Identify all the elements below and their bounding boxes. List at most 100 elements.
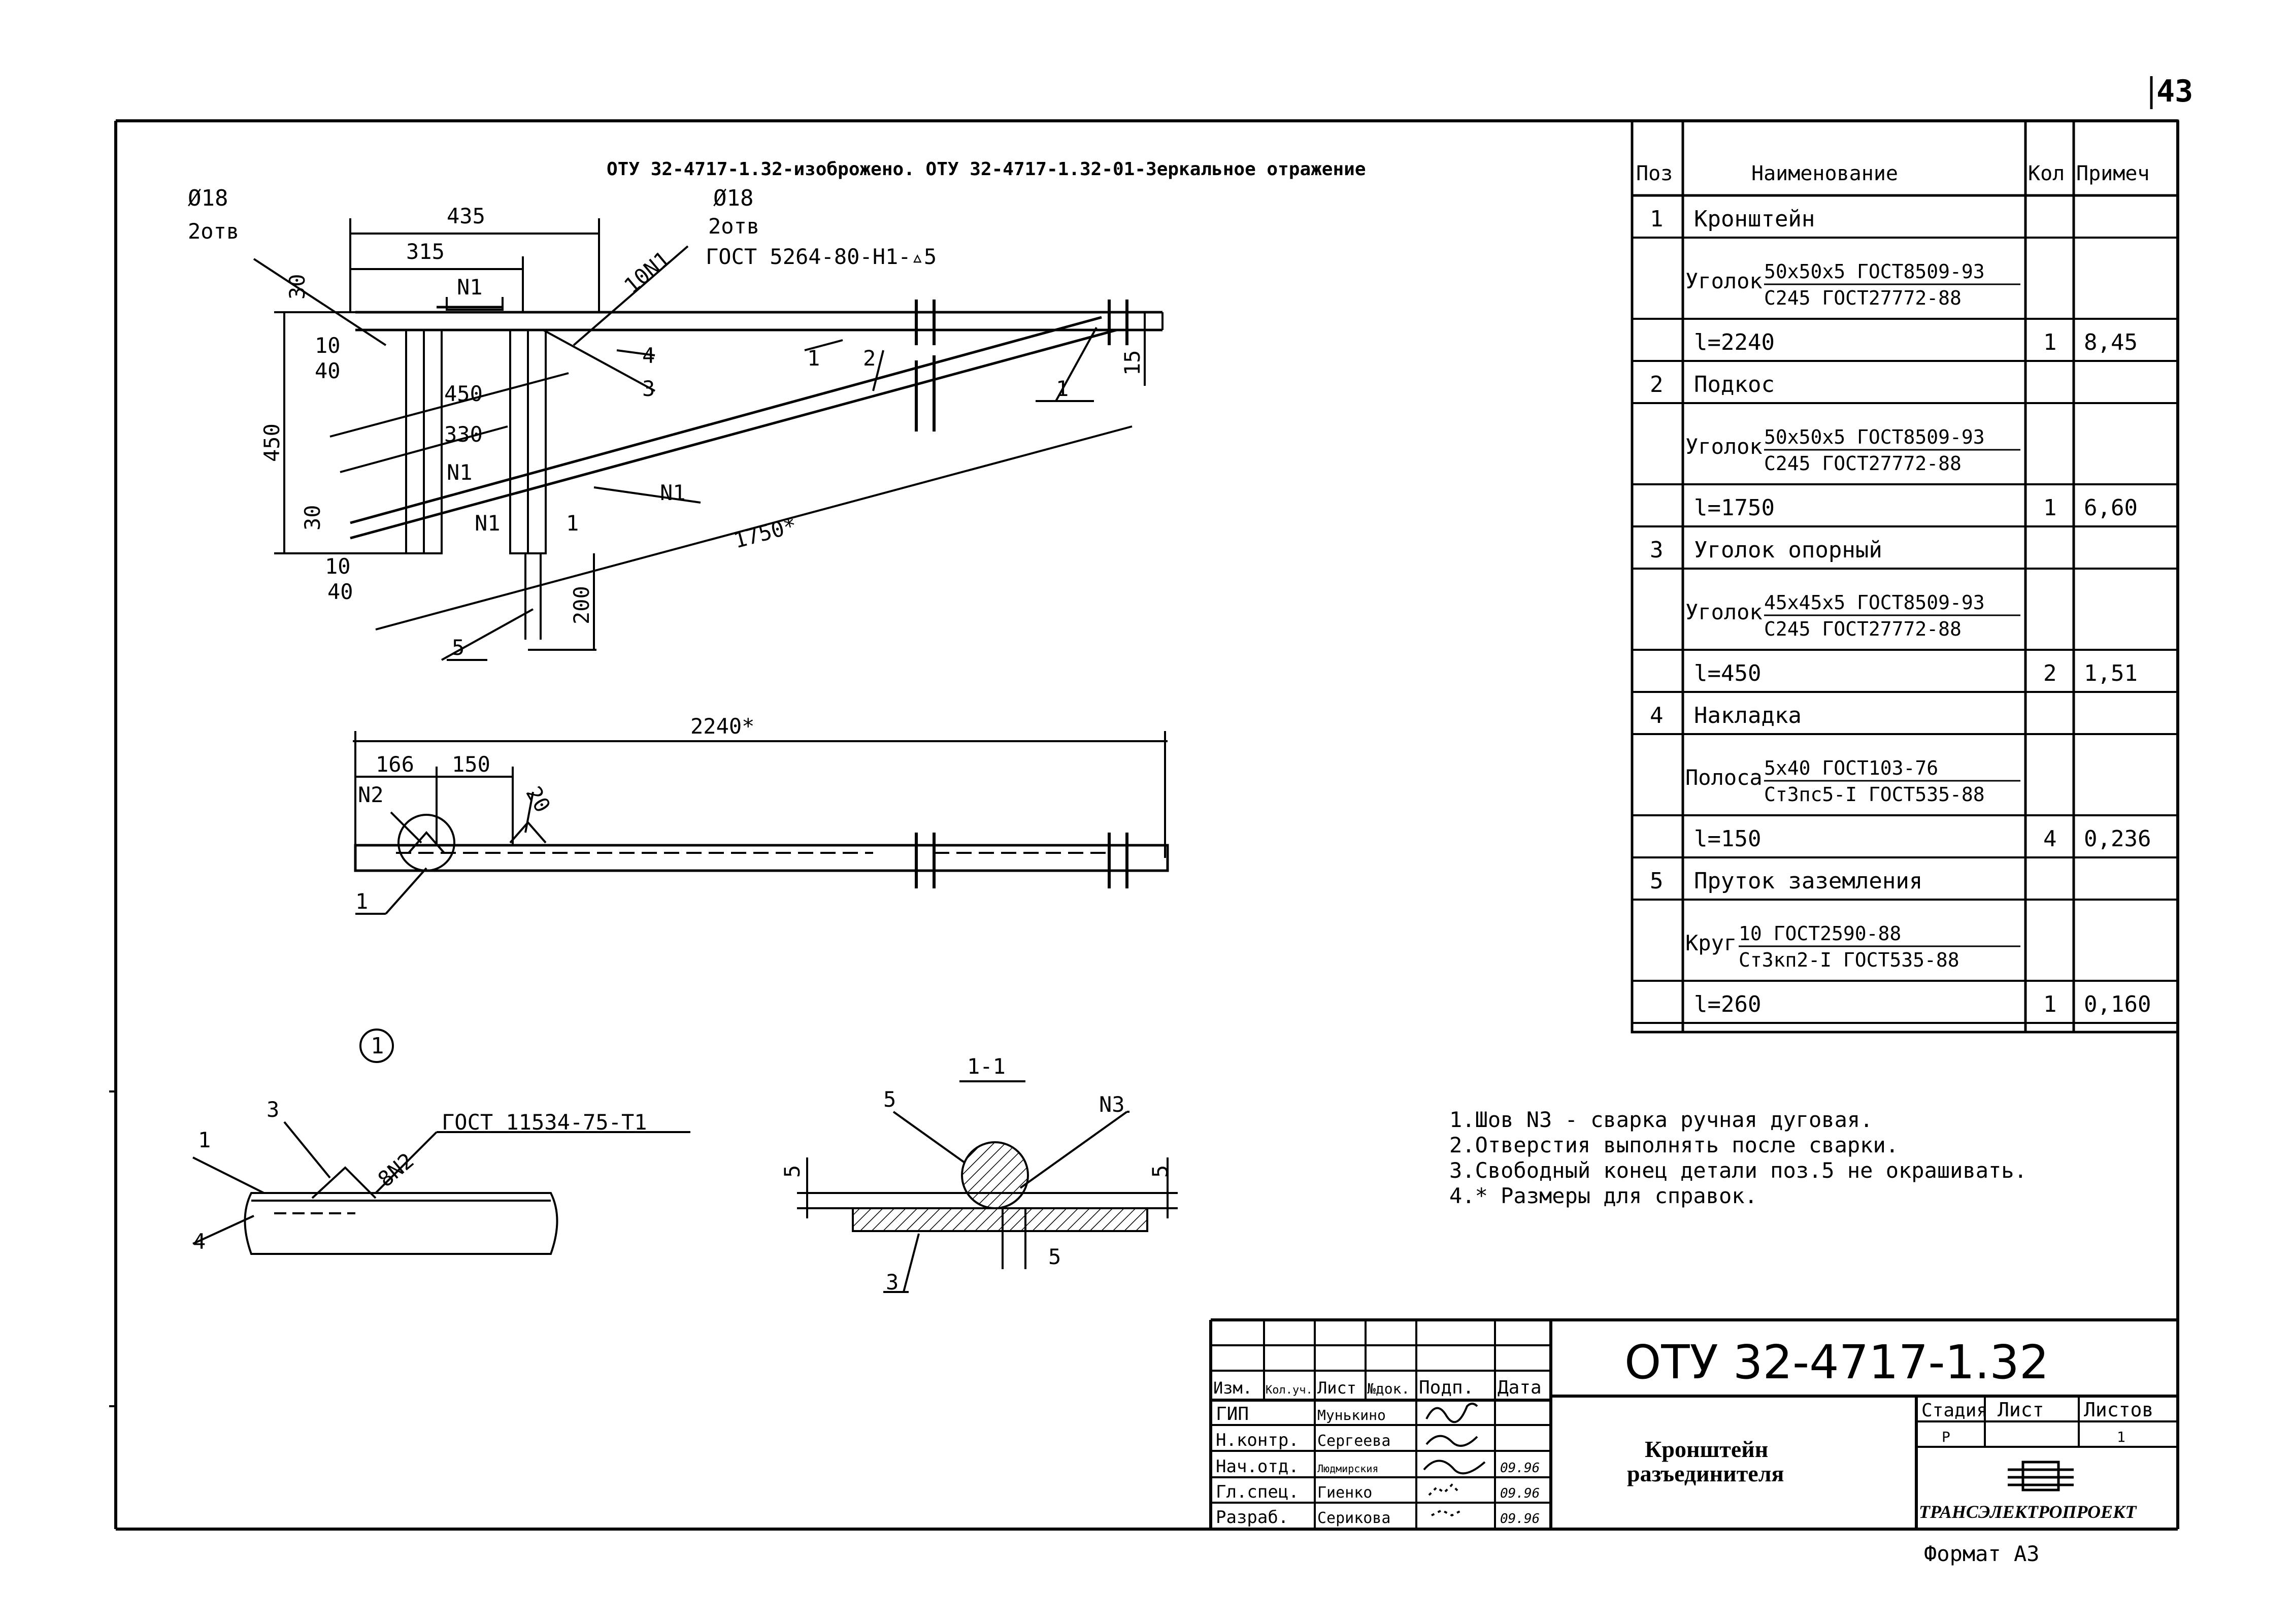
weld-gost-5264: ГОСТ 5264-80-Н1-▵5 bbox=[706, 244, 937, 269]
dim-40-bot: 40 bbox=[327, 579, 353, 604]
role-2: Нач.отд. bbox=[1216, 1456, 1299, 1477]
table-cell-qty: 1 bbox=[2043, 495, 2057, 521]
col-data: Дата bbox=[1498, 1377, 1542, 1398]
table-cell-pos: 4 bbox=[1650, 703, 1664, 728]
dim-435: 435 bbox=[447, 204, 485, 228]
dim-2240: 2240* bbox=[690, 714, 754, 739]
doc-code: ОТУ 32-4717-1.32 bbox=[1624, 1335, 2049, 1389]
weld-n1-right: 1 bbox=[1056, 376, 1069, 401]
sheet-header: Лист bbox=[1998, 1399, 2044, 1421]
table-cell-qty: 1 bbox=[2043, 991, 2057, 1017]
sheet-value: 1 bbox=[2117, 1429, 2125, 1445]
col-kol-uch: Кол.уч. bbox=[1266, 1384, 1313, 1397]
note-2: 2.Отверстия выполнять после сварки. bbox=[1449, 1133, 1899, 1157]
table-cell-profile-steel: С245 ГОСТ27772-88 bbox=[1764, 287, 1962, 309]
table-cell-pos: 3 bbox=[1650, 537, 1664, 563]
dim-10-bot: 10 bbox=[325, 554, 351, 579]
dim-30-top: 30 bbox=[285, 274, 310, 300]
table-cell-profile-size: 10 ГОСТ2590-88 bbox=[1739, 922, 1901, 945]
table-cell-profile-type: Круг bbox=[1685, 931, 1737, 955]
detail-weld-8n2: 8N2 bbox=[373, 1148, 419, 1191]
table-cell-qty: 4 bbox=[2043, 826, 2057, 852]
table-cell-profile-size: 45х45х5 ГОСТ8509-93 bbox=[1764, 591, 1985, 614]
dim-1750: 1750* bbox=[731, 513, 800, 553]
date-2: 09.96 bbox=[1500, 1461, 1540, 1476]
table-cell-pos: 2 bbox=[1650, 372, 1664, 397]
detail-weld-gost: ГОСТ 11534-75-Т1 bbox=[442, 1110, 647, 1135]
dim-150-plan: 150 bbox=[452, 752, 490, 777]
table-cell-name: Накладка bbox=[1694, 703, 1802, 728]
title-block-logo bbox=[2008, 1461, 2074, 1492]
col-list: Лист bbox=[1317, 1378, 1356, 1398]
section-dim-5-bottom: 5 bbox=[1048, 1244, 1061, 1269]
detail-marker: 1 bbox=[371, 1033, 384, 1059]
table-cell-length: l=450 bbox=[1694, 660, 1761, 686]
dim-10-top: 10 bbox=[315, 333, 341, 358]
table-cell-note: 1,51 bbox=[2084, 660, 2138, 686]
stage-value: Р bbox=[1942, 1429, 1950, 1445]
sheet-frame bbox=[109, 119, 2179, 1531]
section-dim-5-right: 5 bbox=[1148, 1165, 1173, 1178]
detail-1 bbox=[192, 1029, 690, 1255]
sheets-header: Листов bbox=[2084, 1399, 2153, 1421]
plan-view-text: 2240* 166 150 20 N2 1 bbox=[355, 714, 754, 914]
date-4: 09.96 bbox=[1500, 1511, 1540, 1527]
header-note: ОТУ 32-4717-1.32-изоброжено. ОТУ 32-4717… bbox=[607, 159, 1366, 180]
table-cell-profile-size: 50х50х5 ГОСТ8509-93 bbox=[1764, 260, 1985, 283]
table-cell-profile-size: 50х50х5 ГОСТ8509-93 bbox=[1764, 426, 1985, 448]
plan-view bbox=[353, 731, 1169, 915]
table-cell-profile-type: Уголок bbox=[1685, 600, 1763, 624]
weld-n1-strut: N1 bbox=[660, 480, 686, 505]
table-cell-profile-steel: Ст3пс5-I ГОСТ535-88 bbox=[1764, 783, 1985, 806]
name-0: Мунькино bbox=[1317, 1407, 1386, 1423]
pos-3-section: 3 bbox=[886, 1270, 899, 1295]
table-cell-profile-type: Уголок bbox=[1685, 269, 1763, 293]
role-4: Разраб. bbox=[1216, 1507, 1288, 1528]
section-1-1 bbox=[797, 1080, 1178, 1293]
pos-4-main: 4 bbox=[642, 343, 655, 368]
note-4: 4.* Размеры для справок. bbox=[1449, 1183, 1757, 1208]
col-ndok: №док. bbox=[1367, 1380, 1410, 1397]
hole-count-right: 2отв bbox=[708, 214, 759, 239]
name-3: Гиенко bbox=[1317, 1484, 1372, 1502]
section-title: 1-1 bbox=[967, 1054, 1006, 1079]
title-line-1: Кронштейн bbox=[1645, 1436, 1768, 1462]
name-1: Сергеева bbox=[1317, 1432, 1391, 1450]
pos-1-main: 1 bbox=[807, 346, 820, 371]
table-header-qty: Кол bbox=[2028, 162, 2065, 185]
table-cell-profile-steel: С245 ГОСТ27772-88 bbox=[1764, 618, 1962, 640]
section-mark-right: 1 bbox=[566, 511, 579, 536]
role-0: ГИП bbox=[1216, 1404, 1249, 1424]
main-view bbox=[253, 218, 1164, 661]
table-cell-name: Уголок опорный bbox=[1694, 537, 1882, 563]
table-cell-qty: 2 bbox=[2043, 660, 2057, 686]
table-cell-note: 0,160 bbox=[2084, 991, 2151, 1017]
weld-n1-mid: N1 bbox=[447, 460, 473, 485]
stage-header: Стадия bbox=[1921, 1400, 1987, 1421]
dim-166: 166 bbox=[376, 752, 414, 777]
pos-5-main: 5 bbox=[452, 635, 464, 660]
table-cell-length: l=260 bbox=[1694, 991, 1761, 1017]
pos-2-main: 2 bbox=[863, 346, 876, 371]
table-cell-pos: 5 bbox=[1650, 868, 1664, 894]
section-dim-5-left: 5 bbox=[780, 1165, 805, 1178]
col-podp: Подп. bbox=[1419, 1377, 1474, 1398]
dim-20: 20 bbox=[521, 782, 555, 817]
weld-n2: N2 bbox=[358, 782, 384, 807]
name-2: Людмирския bbox=[1317, 1463, 1378, 1475]
section-1-1-text: 1-1 N3 5 5 5 5 3 bbox=[780, 1054, 1173, 1295]
weld-10n1: 10N1 bbox=[619, 246, 675, 299]
table-cell-qty: 1 bbox=[2043, 329, 2057, 355]
general-notes: 1.Шов N3 - сварка ручная дуговая. 2.Отве… bbox=[1449, 1107, 2027, 1208]
dim-200: 200 bbox=[569, 586, 594, 624]
hole-count-left: 2отв bbox=[188, 219, 239, 244]
weld-n1-top: N1 bbox=[457, 275, 483, 300]
pos-5-section: 5 bbox=[883, 1087, 896, 1112]
table-cell-note: 0,236 bbox=[2084, 826, 2151, 852]
title-line-2: разъединителя bbox=[1627, 1461, 1784, 1486]
section-weld-n3: N3 bbox=[1099, 1092, 1125, 1117]
dim-450-vert: 450 bbox=[259, 423, 284, 462]
pos-3-main: 3 bbox=[642, 376, 655, 401]
table-header-note: Примеч bbox=[2076, 162, 2150, 185]
